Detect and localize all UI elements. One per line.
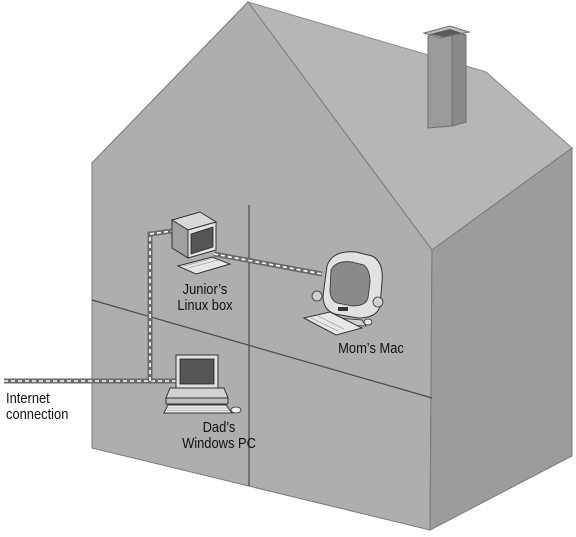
internet-label-line-1: Internet [6, 390, 50, 407]
junior-label: Junior’s Linux box [158, 282, 253, 314]
chimney [422, 25, 471, 129]
imac-computer-icon [302, 251, 384, 336]
dad-label: Dad’s Windows PC [172, 420, 267, 452]
dad-label-line-2: Windows PC [182, 435, 256, 452]
junior-label-line-1: Junior’s [182, 281, 228, 298]
network-cables [4, 228, 323, 384]
internet-label: Internet connection [6, 391, 68, 423]
mom-label: Mom’s Mac [324, 341, 419, 357]
junior-to-mom-cable [213, 251, 323, 277]
dad-label-line-1: Dad’s [202, 419, 236, 436]
side-wall [429, 147, 573, 531]
mom-label-line-1: Mom’s Mac [338, 340, 404, 357]
riser-cable [147, 228, 173, 381]
internet-label-line-2: connection [6, 406, 69, 423]
junior-label-line-2: Linux box [177, 297, 233, 314]
desktop-computer-icon [170, 211, 232, 275]
laptop-computer-icon [163, 354, 242, 414]
